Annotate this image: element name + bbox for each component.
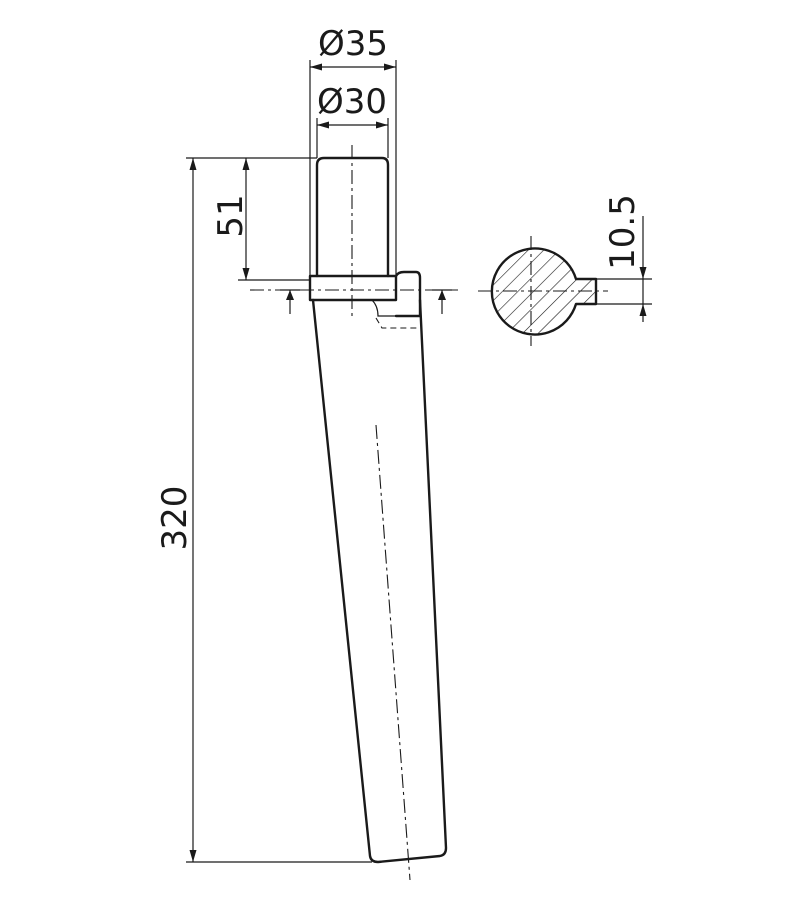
key-height-label: 10.5 <box>603 194 643 270</box>
dimension-outer-diameter: Ø35 <box>309 24 397 276</box>
cross-section-view <box>478 236 608 346</box>
collar-outline <box>308 274 398 302</box>
section-marker-left <box>280 289 300 314</box>
inner-diameter-label: Ø30 <box>317 82 387 122</box>
dimension-spigot-length: 51 <box>211 157 317 281</box>
key-lug-inner <box>371 299 396 317</box>
dimension-inner-diameter: Ø30 <box>316 82 389 158</box>
section-outline <box>490 247 598 336</box>
dimension-key-height: 10.5 <box>596 194 652 322</box>
spigot-outline <box>315 156 390 278</box>
shank-outline <box>311 298 448 864</box>
dimension-total-length: 320 <box>155 157 372 863</box>
key-lug-outline <box>394 270 422 318</box>
spigot-length-label: 51 <box>211 194 251 237</box>
section-marker-right <box>432 289 452 314</box>
shank-centerline <box>375 424 411 881</box>
outer-diameter-label: Ø35 <box>318 24 388 64</box>
key-lug-hidden <box>375 317 420 329</box>
tine-side-view <box>250 145 458 881</box>
total-length-label: 320 <box>155 486 195 551</box>
